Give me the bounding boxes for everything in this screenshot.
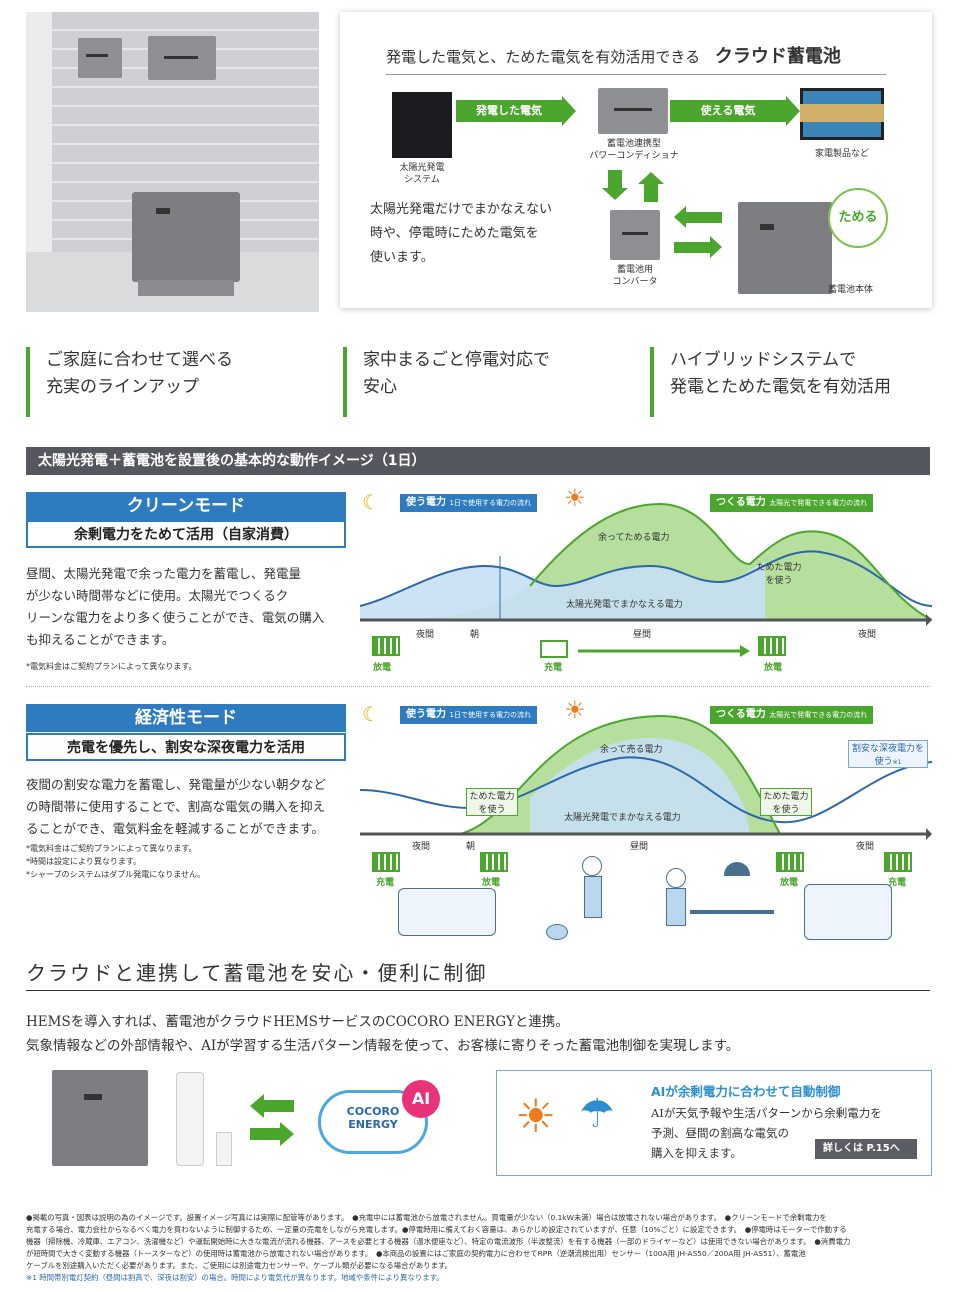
clean-mode-chart <box>360 502 932 657</box>
moon-icon: ☾ <box>362 490 380 514</box>
arrow-generated: 発電した電気 <box>456 96 576 126</box>
clean-use-tag: 使う電力 1日で使用する電力の流れ <box>400 494 537 512</box>
sun-icon: ☀ <box>515 1089 557 1143</box>
moon-icon: ☾ <box>362 702 380 726</box>
night-sleep-illustration <box>804 884 892 940</box>
ai-control-box: ☀ ☂ AIが余剰電力に合わせて自動制御 AIが天気予報や生活パターンから余剰電… <box>496 1070 932 1176</box>
cloud-section-title: クラウドと連携して蓄電池を安心・便利に制御 <box>26 961 488 985</box>
eco-use-stored-morning: ためた電力を使う <box>466 788 518 816</box>
eco-surplus-label: 余って売る電力 <box>600 745 663 755</box>
ai-text: AIが天気予報や生活パターンから余剰電力を 予測、昼間の割高な電気の 購入を抑え… <box>651 1106 882 1160</box>
clean-mode-note: *電気料金はご契約プランによって異なります。 <box>26 662 197 671</box>
feature-lineup: ご家庭に合わせて選べる 充実のラインアップ <box>26 347 316 417</box>
diagram-title: 発電した電気と、ためた電気を有効活用できる クラウド蓄電池 <box>386 46 841 67</box>
eco-use-tag: 使う電力 1日で使用する電力の流れ <box>400 706 537 724</box>
battery-icon <box>758 636 786 656</box>
battery-icon <box>776 852 804 872</box>
battery-unit <box>132 192 240 282</box>
eco-mode-chart <box>360 714 932 840</box>
store-badge: ためる <box>828 188 888 248</box>
eco-make-tag: つくる電力 太陽光で発電できる電力の流れ <box>710 706 874 724</box>
arrow-left <box>250 1094 264 1118</box>
arrow-down <box>608 170 622 188</box>
eco-mode-title: 経済性モード <box>26 704 346 732</box>
product-photo <box>26 12 319 312</box>
clean-consumption-area <box>360 562 765 620</box>
umbrella-icon: ☂ <box>579 1091 615 1137</box>
feature-hybrid: ハイブリッドシステムで 発電とためた電気を有効活用 <box>650 347 950 417</box>
battery-icon <box>372 636 400 656</box>
arrow-left <box>686 212 722 223</box>
arrow-right <box>674 242 710 253</box>
sun-icon: ☀ <box>564 484 586 512</box>
eco-mode-text: 夜間の割安な電力を蓄電し、発電量が少ない朝夕など の時間帯に使用することで、割高… <box>26 777 327 836</box>
hems-controller-image <box>176 1072 204 1166</box>
battery-product-image <box>52 1070 148 1166</box>
clean-mode-text: 昼間、太陽光発電で余った電力を蓄電し、発電量 が少ない時間帯などに使用。太陽光で… <box>26 566 325 647</box>
solar-panel-image <box>392 92 452 158</box>
cloud-line-1: HEMSを導入すれば、蓄電池がクラウドHEMSサービスのCOCORO ENERG… <box>26 1014 569 1030</box>
battery-icon <box>884 852 912 872</box>
details-link[interactable]: 詳しくは P.15へ <box>815 1139 917 1159</box>
ai-title: AIが余剰電力に合わせて自動制御 <box>651 1084 841 1099</box>
cloud-line-2: 気象情報などの外部情報や、AIが学習する生活パターン情報を使って、お客様に寄りそ… <box>26 1038 740 1054</box>
clean-use-stored-label: ためた電力を使う <box>756 563 802 586</box>
converter-unit <box>78 38 122 78</box>
battery-icon <box>480 852 508 872</box>
pcs-image <box>598 88 668 134</box>
eco-solar-label: 太陽光発電でまかなえる電力 <box>564 813 681 823</box>
battery-main-image <box>738 202 832 294</box>
eco-mode-subtitle: 売電を優先し、割安な深夜電力を活用 <box>26 733 346 761</box>
feature-blackout: 家中まるごと停電対応で 安心 <box>343 347 623 417</box>
clean-mode-subtitle: 余剰電力をためて活用（自家消費） <box>26 520 346 548</box>
divider <box>26 990 930 991</box>
eco-consumption-area <box>530 738 750 834</box>
ai-badge: AI <box>402 1080 440 1118</box>
battery-icon <box>372 852 400 872</box>
eco-use-stored-evening: ためた電力を使う <box>760 788 812 816</box>
eco-mode-notes: *電気料金はご契約プランによって異なります。 *時間は設定により異なります。 *… <box>26 844 206 879</box>
arrow-up <box>644 184 658 202</box>
eco-cheap-label: 割安な深夜電力を使う※1 <box>848 740 928 768</box>
cloud-battery-diagram: 発電した電気と、ためた電気を有効活用できる クラウド蓄電池 太陽光発電 システム… <box>340 12 932 308</box>
sun-icon: ☀ <box>564 696 586 724</box>
sensor-image <box>216 1132 232 1166</box>
arrow-usable: 使える電気 <box>670 96 800 126</box>
battery-icon <box>540 640 568 658</box>
sleeping-illustration <box>398 888 496 936</box>
clean-surplus-label: 余ってためる電力 <box>598 533 670 543</box>
section-band: 太陽光発電＋蓄電池を設置後の基本的な動作イメージ（1日） <box>26 447 930 475</box>
diagram-description: 太陽光発電だけでまかなえない 時や、停電時にためた電気を 使います。 <box>370 202 553 265</box>
arrow-right <box>250 1128 280 1140</box>
clean-make-tag: つくる電力 太陽光で発電できる電力の流れ <box>710 494 874 512</box>
clean-mode-title: クリーンモード <box>26 492 346 520</box>
cleaning-illustration <box>546 856 642 942</box>
converter-image <box>610 210 660 260</box>
footer-notes: ●掲載の写真・図表は説明の為のイメージです。設置イメージ写真には実際に配管等があ… <box>26 1213 851 1282</box>
clean-generation-area <box>360 504 932 620</box>
dining-illustration <box>660 862 774 942</box>
clean-solar-label: 太陽光発電でまかなえる電力 <box>566 600 683 610</box>
